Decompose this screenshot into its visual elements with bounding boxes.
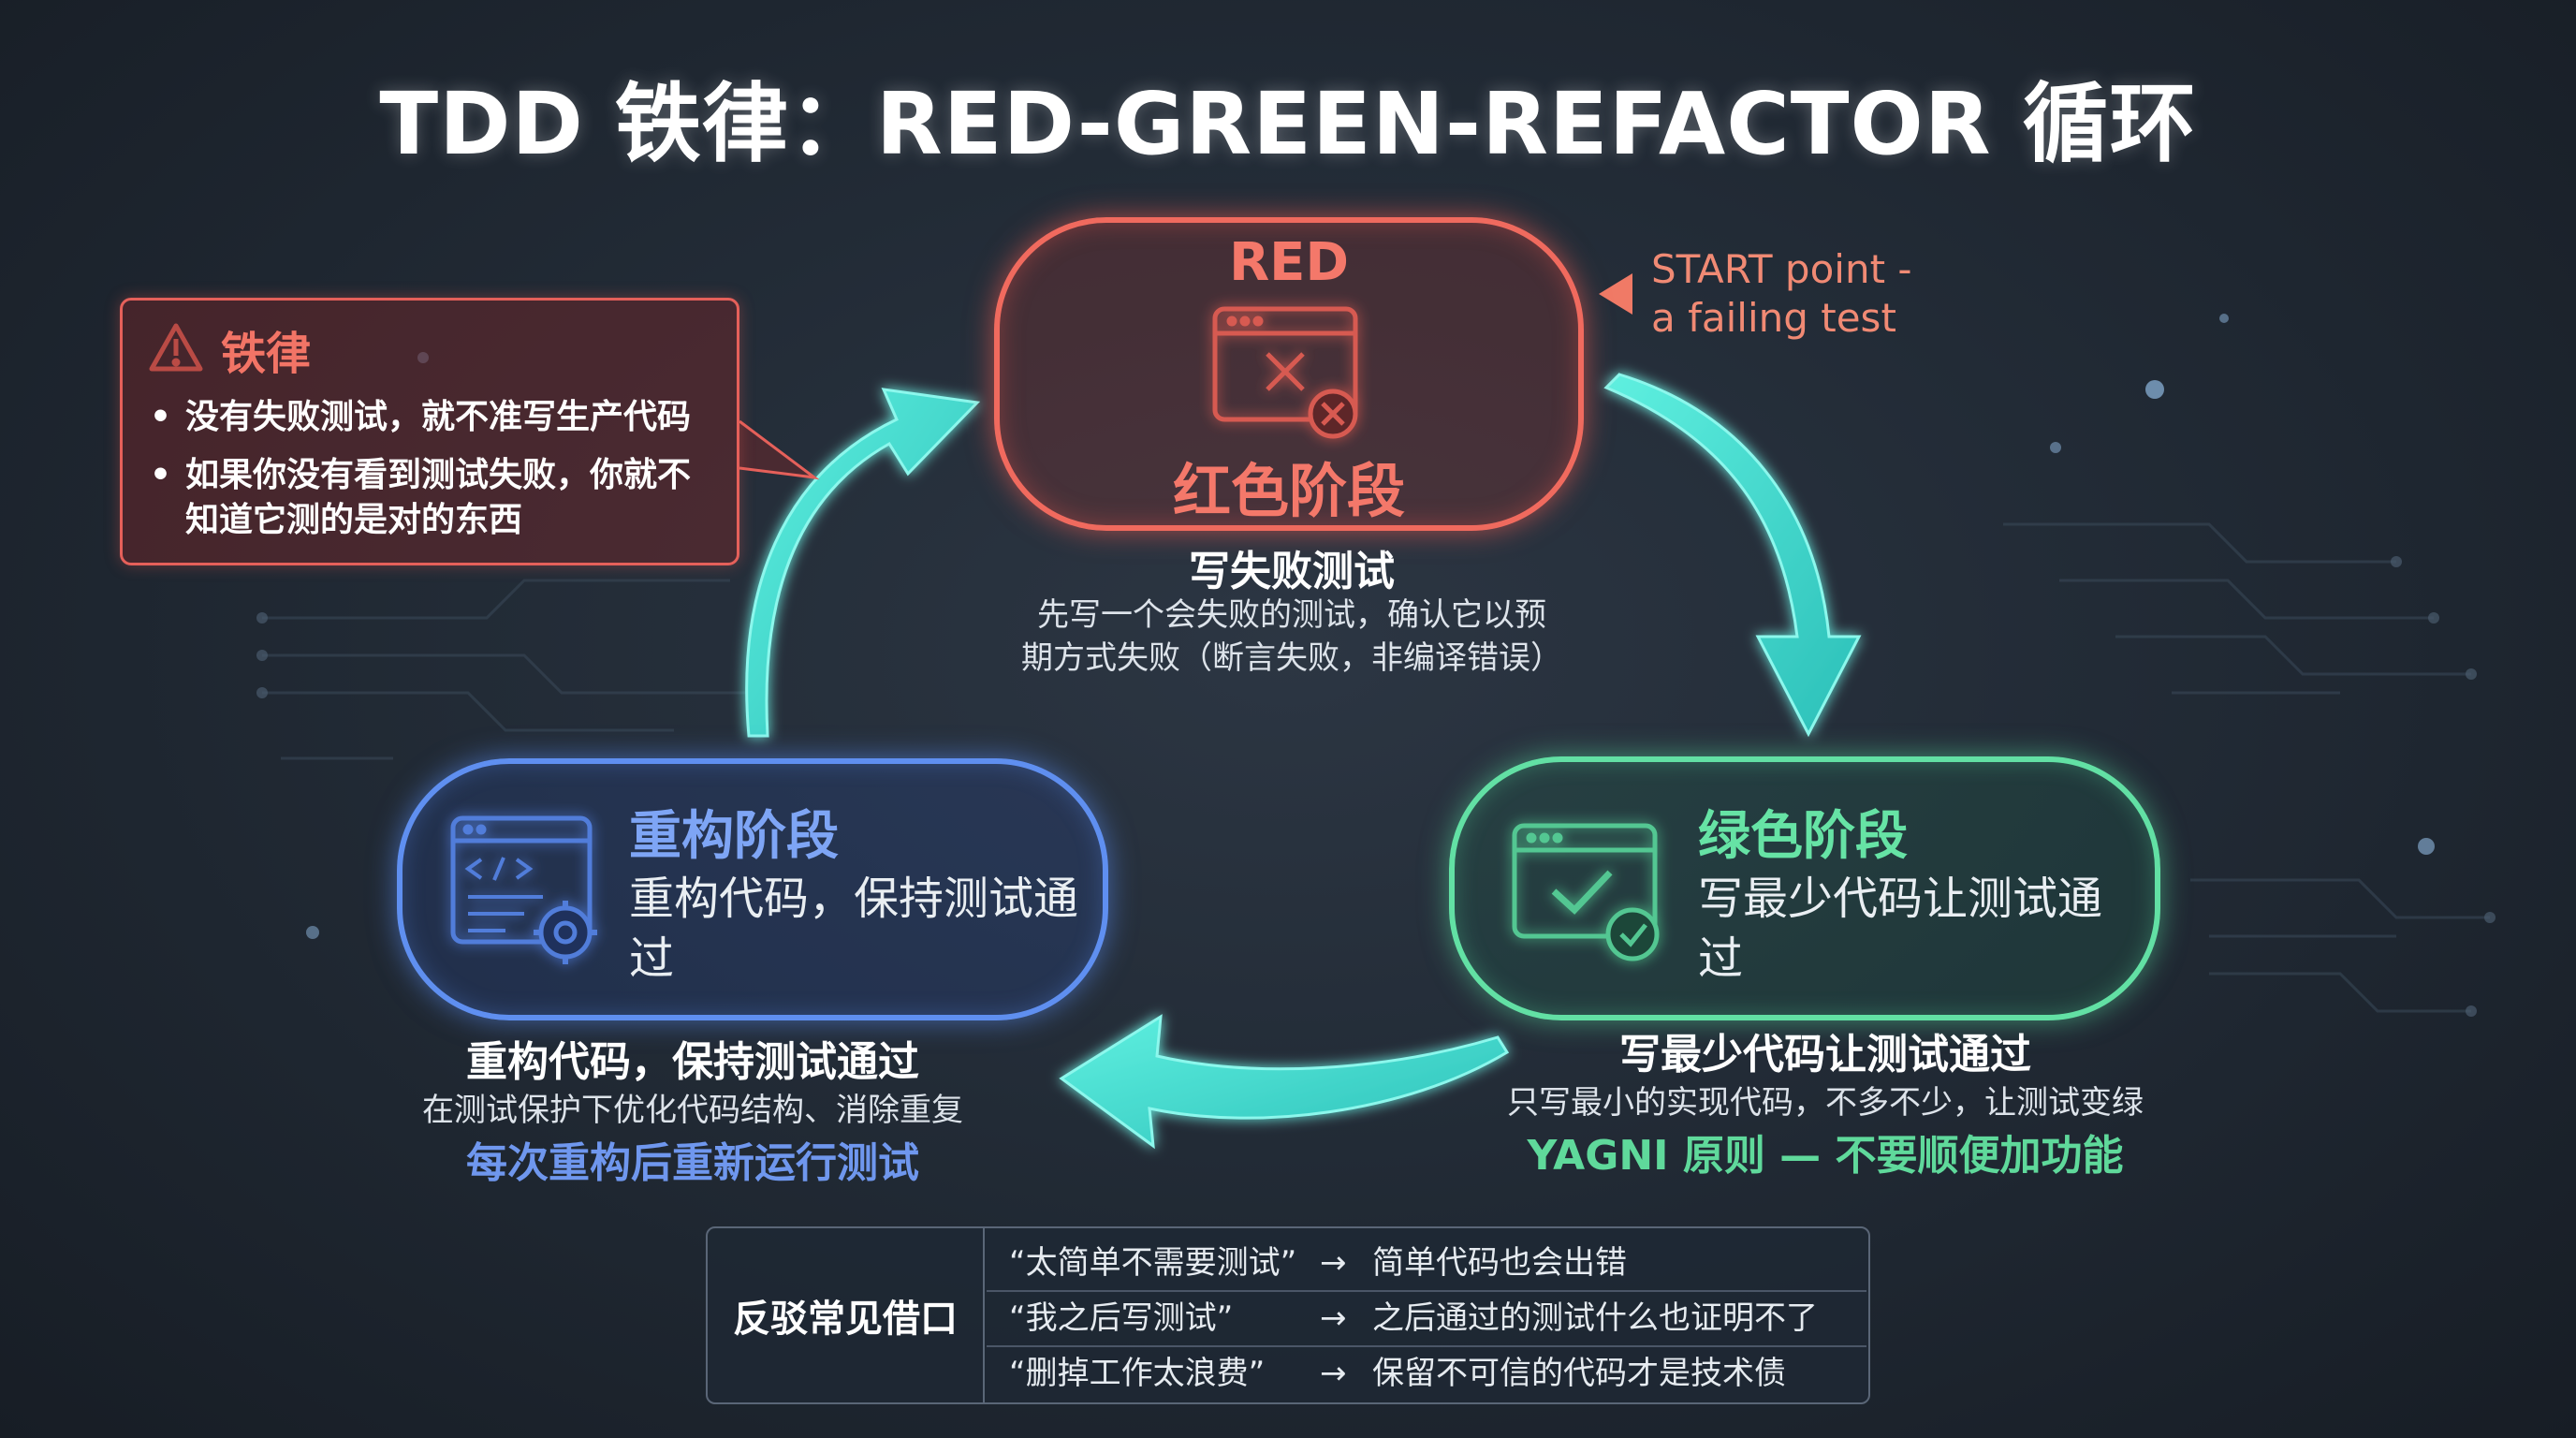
refactor-phase-label: 重构阶段 [629,806,839,867]
arrow-green-to-refactor [1059,1014,1510,1150]
bullet-icon: • [150,398,172,436]
iron-rule-item-text: 没有失败测试，就不准写生产代码 [185,398,692,436]
bullet-icon: • [150,456,172,494]
rebuttal-heading: 反驳常见借口 [708,1228,985,1402]
page-title: TDD 铁律：RED-GREEN-REFACTOR 循环 [379,74,2197,174]
arrow-right-icon: → [1320,1244,1347,1282]
cycle-arrows [745,373,1862,1150]
start-pointer-icon [1599,273,1632,315]
red-phase-label-cn: 红色阶段 [1172,457,1405,525]
start-note-line: a failing test [1651,295,1896,341]
green-phase-body: 只写最小的实现代码，不多不少，让测试变绿 [1507,1084,2144,1122]
rebuttal-table [706,1226,1870,1404]
refactor-phase-note: 每次重构后重新运行测试 [466,1139,919,1187]
red-phase-body: 先写一个会失败的测试，确认它以预 期方式失败（断言失败，非编译错误） [936,594,1647,680]
refactor-phase-desc: 重构代码，保持测试通过 [629,873,1079,985]
warning-triangle-icon [149,323,203,372]
green-phase-note: YAGNI 原则 — 不要顺便加功能 [1527,1132,2124,1180]
response-text: 之后通过的测试什么也证明不了 [1372,1299,1818,1337]
red-phase-pill [994,217,1584,531]
browser-window-error-icon [1212,306,1358,439]
red-phase-label-en: RED [1229,232,1349,293]
green-phase-desc: 写最少代码让测试通过 [1698,873,2103,985]
rule-box-pointer [739,419,820,480]
circuit-nodes [256,556,2496,1017]
iron-rule-box [120,298,739,565]
refactor-phase-body: 在测试保护下优化代码结构、消除重复 [422,1092,963,1129]
refactor-phase-subtitle: 重构代码，保持测试通过 [466,1038,919,1086]
start-note-line: START point - [1651,246,1912,292]
browser-window-check-icon [1512,823,1660,961]
green-phase-label: 绿色阶段 [1698,806,1908,867]
response-text: 简单代码也会出错 [1372,1244,1627,1282]
table-row: “太简单不需要测试” → 简单代码也会出错 [987,1236,1866,1292]
iron-rule-item: • 如果你没有看到测试失败，你就不知道它测的是对的东西 [150,453,726,543]
iron-rule-item-text: 如果你没有看到测试失败，你就不知道它测的是对的东西 [185,456,692,539]
red-phase-body-line: 先写一个会失败的测试，确认它以预 [1037,596,1546,634]
arrow-right-icon: → [1320,1299,1347,1337]
circuit-traces [262,522,2490,1013]
refactor-phase-pill [397,758,1108,1020]
arrow-refactor-to-red [745,388,981,738]
green-phase-pill [1449,756,2160,1020]
table-row: “删掉工作太浪费” → 保留不可信的代码才是技术债 [987,1346,1866,1401]
start-note: START point - a failing test [1651,245,1912,343]
arrow-right-icon: → [1320,1355,1347,1392]
arrow-red-to-green [1603,373,1862,738]
iron-rule-item: • 没有失败测试，就不准写生产代码 [150,395,726,440]
excuse-text: “太简单不需要测试” [1009,1244,1297,1282]
excuse-text: “我之后写测试” [1009,1299,1234,1337]
red-phase-subtitle: 写失败测试 [1189,548,1395,595]
red-phase-body-line: 期方式失败（断言失败，非编译错误） [1021,639,1562,677]
iron-rule-title: 铁律 [221,328,312,380]
green-phase-subtitle: 写最少代码让测试通过 [1619,1031,2031,1078]
response-text: 保留不可信的代码才是技术债 [1372,1355,1786,1392]
table-row: “我之后写测试” → 之后通过的测试什么也证明不了 [987,1291,1866,1347]
excuse-text: “删掉工作太浪费” [1009,1355,1266,1392]
sparkle-dots [306,314,2435,939]
